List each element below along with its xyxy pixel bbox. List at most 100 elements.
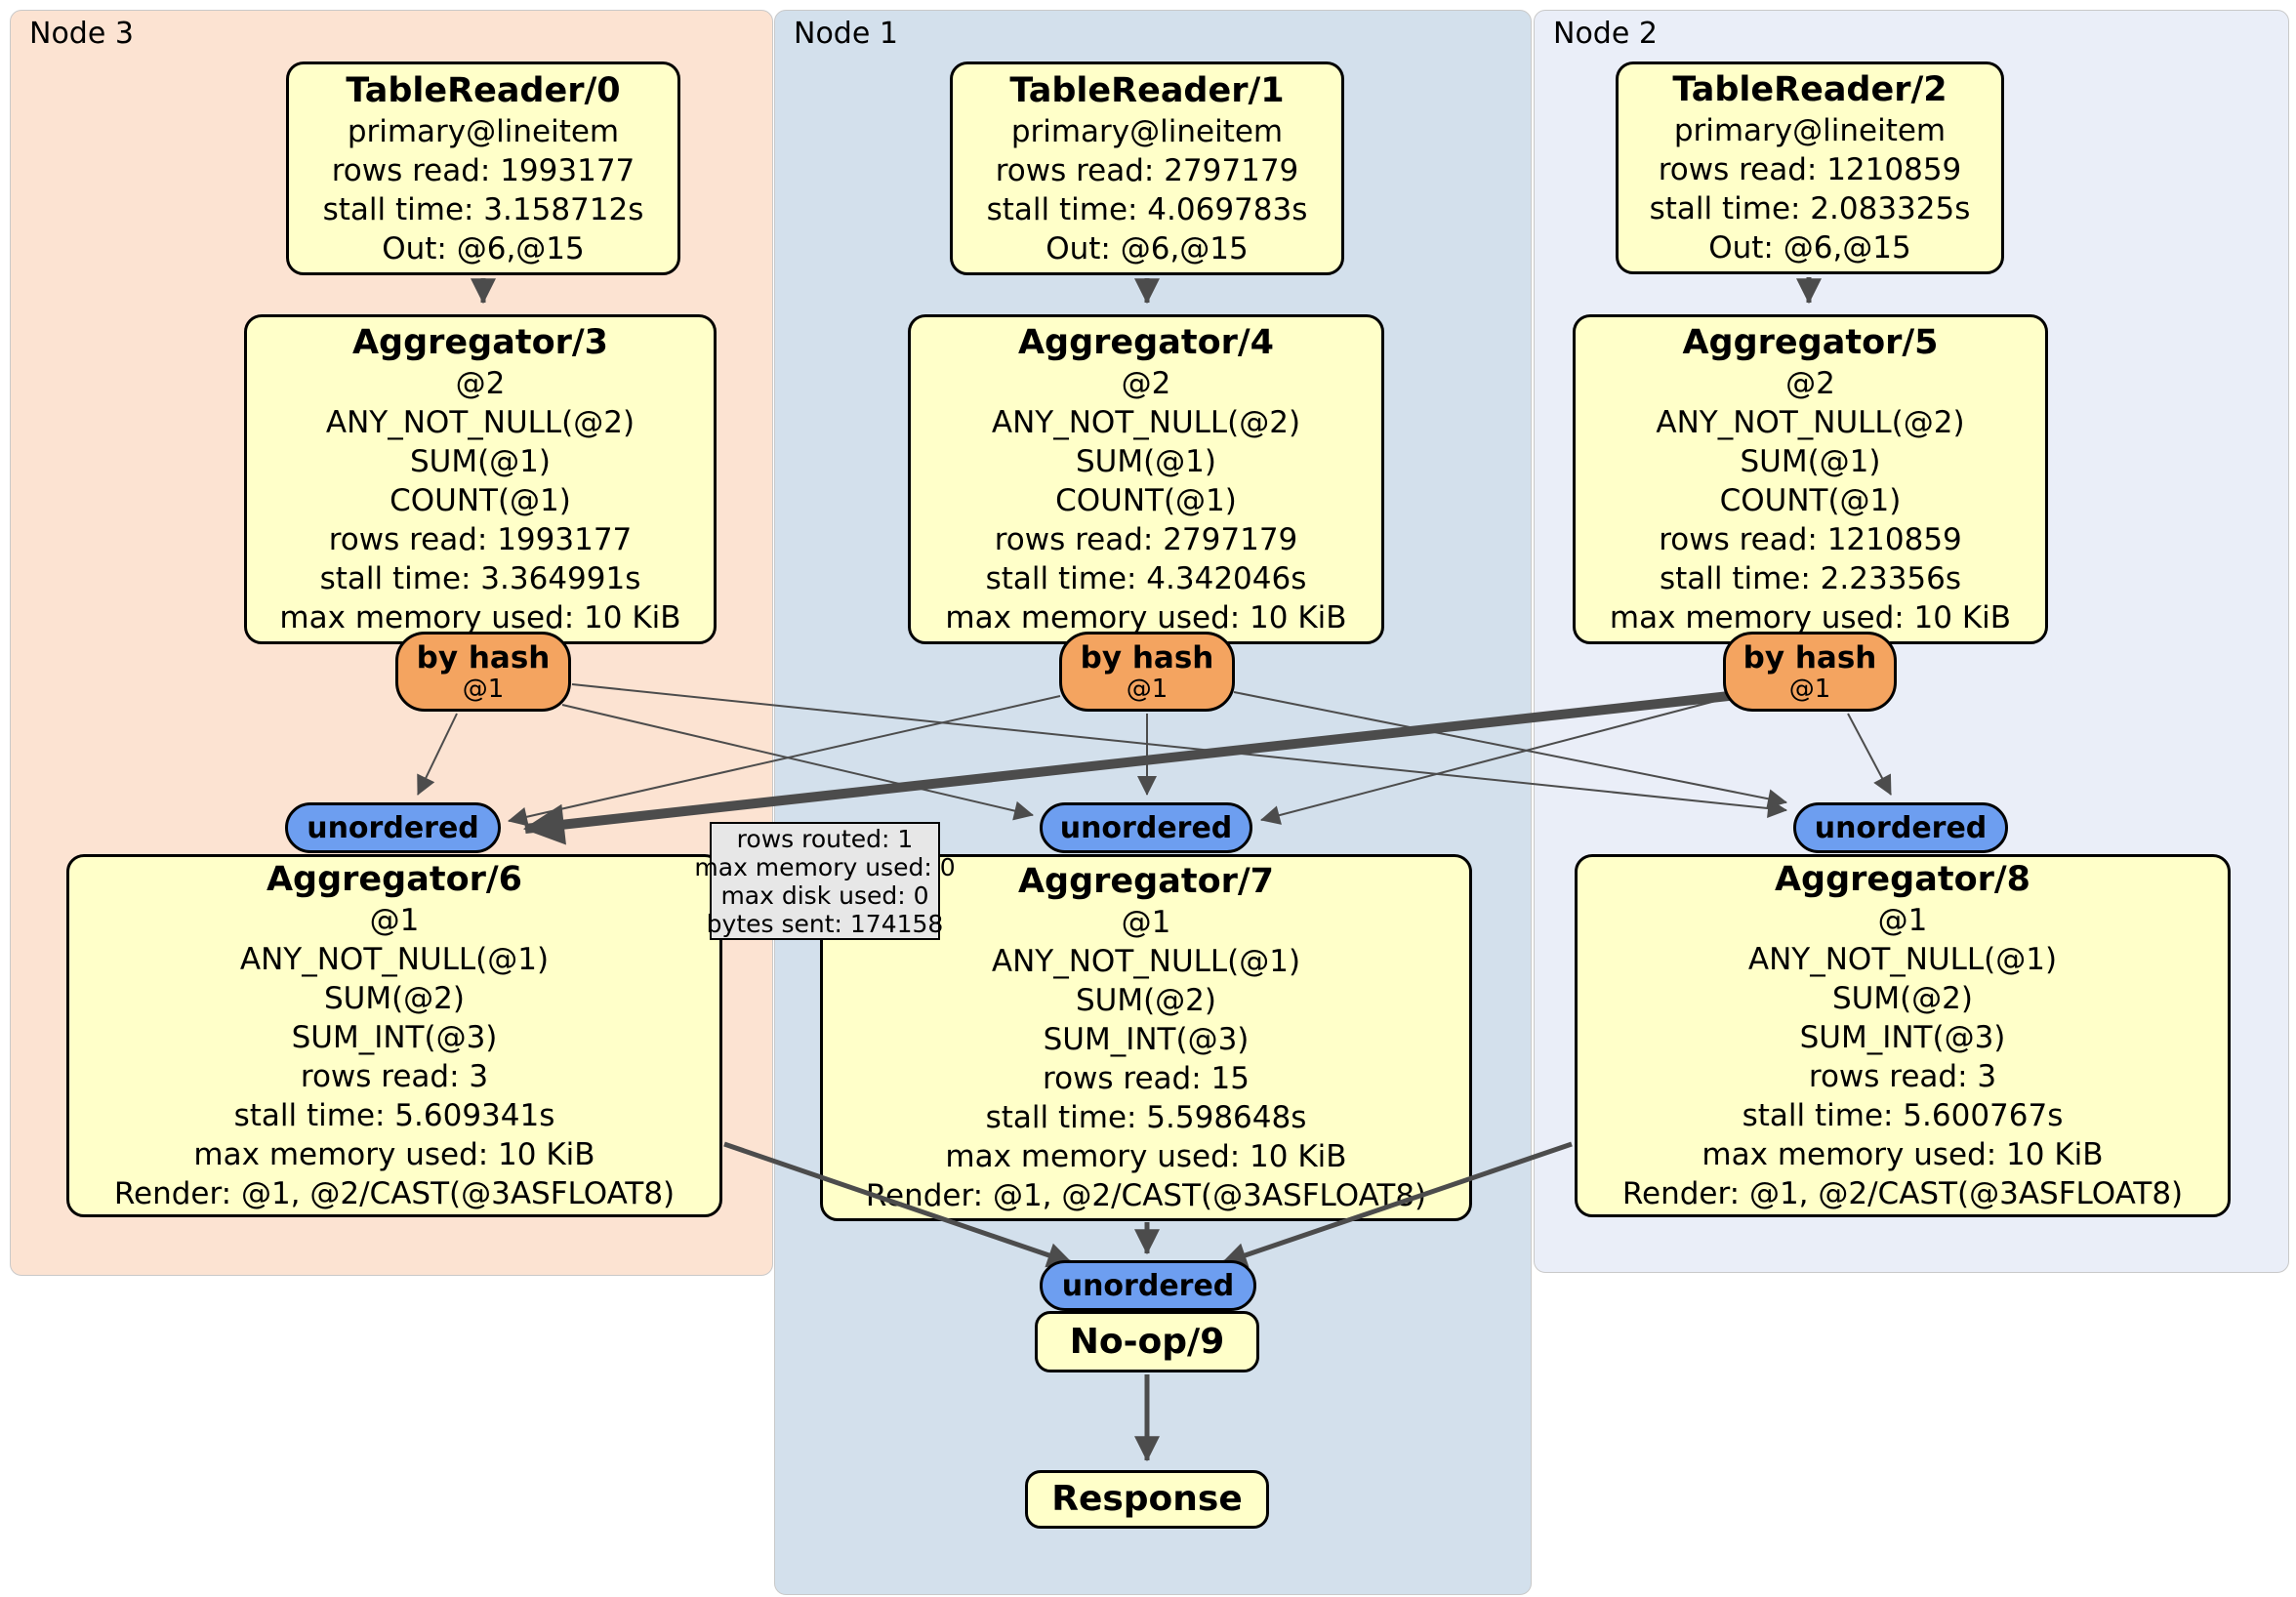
sync-label: unordered <box>1814 810 1988 845</box>
stat-line: rows read: 1993177 <box>328 522 633 557</box>
router-arg: @1 <box>1788 675 1831 704</box>
stat-line: Render: @1, @2/CAST(@3ASFLOAT8) <box>1621 1176 2184 1211</box>
stat-line: ANY_NOT_NULL(@2) <box>1656 405 1965 440</box>
processor-title: No-op/9 <box>1069 1321 1225 1362</box>
stat-line: SUM_INT(@3) <box>1799 1020 2006 1055</box>
processor-title: TableReader/1 <box>1009 70 1285 110</box>
router-label: by hash <box>416 640 551 676</box>
stat-line: max memory used: 10 KiB <box>279 600 681 635</box>
stat-line: stall time: 4.342046s <box>985 561 1307 596</box>
stat-line: stall time: 2.083325s <box>1649 191 1971 226</box>
stat-line: @2 <box>1121 366 1171 401</box>
stat-line: COUNT(@1) <box>390 483 571 518</box>
stat-line: stall time: 3.158712s <box>322 191 644 227</box>
stat-line: bytes sent: 174158 <box>706 909 944 938</box>
sync-label: unordered <box>307 810 479 845</box>
stat-line: ANY_NOT_NULL(@2) <box>325 405 636 440</box>
processor-title: Aggregator/5 <box>1682 323 1939 362</box>
stat-line: max memory used: 10 KiB <box>945 1139 1347 1174</box>
stat-line: max memory used: 10 KiB <box>1609 600 2012 635</box>
region-label-node2: Node 2 <box>1553 17 1658 51</box>
stat-line: SUM_INT(@3) <box>1043 1022 1250 1057</box>
processor-title: Aggregator/7 <box>1017 862 1275 901</box>
stat-line: stall time: 5.609341s <box>233 1098 555 1133</box>
sync-unordered-node3: unordered <box>285 802 501 853</box>
region-label-node1: Node 1 <box>794 17 898 51</box>
stat-line: @2 <box>1785 366 1835 401</box>
stat-line: SUM_INT(@3) <box>291 1020 498 1055</box>
router-arg: @1 <box>1126 675 1168 704</box>
sync-unordered-final: unordered <box>1040 1260 1256 1311</box>
processor-title: TableReader/0 <box>346 70 621 110</box>
stat-line: SUM(@2) <box>1075 983 1216 1018</box>
stat-line: max memory used: 10 KiB <box>1702 1137 2104 1172</box>
stat-line: Out: @6,@15 <box>382 230 585 266</box>
stat-line: @1 <box>1121 905 1171 940</box>
stat-line: SUM(@1) <box>1075 444 1216 479</box>
stat-line: stall time: 5.598648s <box>985 1100 1307 1135</box>
processor-title: TableReader/2 <box>1672 70 1948 109</box>
stat-line: rows read: 1993177 <box>331 152 636 188</box>
stat-line: stall time: 4.069783s <box>986 191 1308 227</box>
stat-line: max memory used: 10 KiB <box>945 600 1347 635</box>
sync-unordered-node2: unordered <box>1793 802 2008 853</box>
stat-line: ANY_NOT_NULL(@1) <box>1747 942 2058 977</box>
stat-line: rows read: 3 <box>300 1059 489 1094</box>
stat-line: Out: @6,@15 <box>1046 230 1249 266</box>
stat-line: SUM(@2) <box>323 981 465 1016</box>
processor-noop-9: No-op/9 <box>1035 1311 1259 1372</box>
router-by-hash-node1: by hash @1 <box>1059 632 1235 712</box>
stat-line: Render: @1, @2/CAST(@3ASFLOAT8) <box>113 1176 676 1211</box>
stat-line: stall time: 5.600767s <box>1742 1098 2064 1133</box>
router-arg: @1 <box>462 675 505 704</box>
stat-line: rows routed: 1 <box>736 824 914 853</box>
stat-line: ANY_NOT_NULL(@1) <box>239 942 550 977</box>
processor-response: Response <box>1025 1470 1269 1529</box>
stat-line: stall time: 3.364991s <box>319 561 641 596</box>
stat-line: SUM(@1) <box>409 444 551 479</box>
router-label: by hash <box>1080 640 1214 676</box>
stat-line: Out: @6,@15 <box>1708 230 1911 266</box>
processor-title: Aggregator/3 <box>351 323 609 362</box>
stat-line: rows read: 3 <box>1808 1059 1997 1094</box>
stat-line: ANY_NOT_NULL(@2) <box>991 405 1301 440</box>
stat-line: max memory used: 0 <box>694 852 956 881</box>
stat-line: SUM(@1) <box>1740 444 1881 479</box>
stat-line: @1 <box>369 903 420 938</box>
stat-line: stall time: 2.23356s <box>1659 561 1962 596</box>
stat-line: SUM(@2) <box>1831 981 1973 1016</box>
stat-line: rows read: 15 <box>1043 1061 1250 1096</box>
stat-line: primary@lineitem <box>1010 113 1284 149</box>
stat-line: primary@lineitem <box>347 113 620 149</box>
processor-title: Aggregator/8 <box>1774 860 2031 899</box>
stat-line: COUNT(@1) <box>1719 483 1902 518</box>
stat-line: max memory used: 10 KiB <box>193 1137 595 1172</box>
stat-line: rows read: 1210859 <box>1659 522 1962 557</box>
processor-title: Response <box>1051 1479 1243 1519</box>
stat-line: max disk used: 0 <box>720 880 929 910</box>
stat-line: rows read: 2797179 <box>995 152 1299 188</box>
stat-line: rows read: 1210859 <box>1658 152 1962 187</box>
sync-label: unordered <box>1059 810 1233 845</box>
stat-line: COUNT(@1) <box>1055 483 1237 518</box>
router-by-hash-node3: by hash @1 <box>395 632 571 712</box>
sync-unordered-node1: unordered <box>1040 802 1252 853</box>
stat-line: Render: @1, @2/CAST(@3ASFLOAT8) <box>865 1178 1427 1213</box>
